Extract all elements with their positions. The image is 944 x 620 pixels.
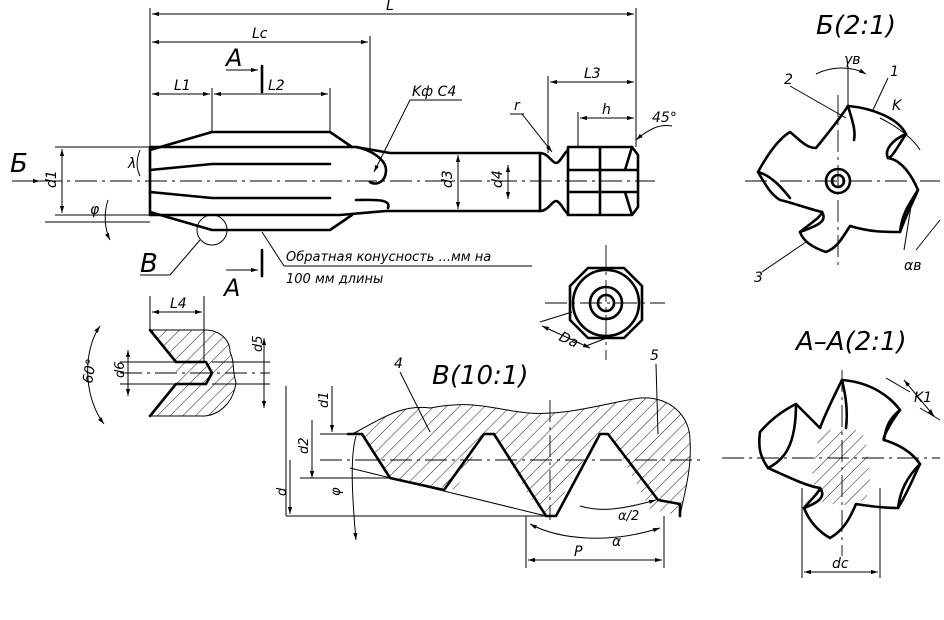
note-line2: 100 мм длины	[286, 272, 383, 287]
dim-angle60: 60°	[80, 357, 100, 384]
dim-d4-left: d1	[44, 170, 60, 188]
dim-kcut-leader	[373, 99, 411, 173]
dim-L2: L2	[268, 78, 285, 94]
dim-line-Da	[541, 325, 591, 349]
dim-d6: d6	[113, 361, 128, 378]
marker-a-top: А	[224, 44, 242, 72]
callout-3: 3	[754, 270, 763, 286]
title-detail-b: Б(2:1)	[816, 11, 896, 41]
detail-v-callout-circle	[196, 214, 228, 246]
dim-phi-detail: φ	[329, 487, 344, 496]
callout-5: 5	[650, 348, 659, 364]
dim-Lc: Lc	[252, 26, 268, 42]
tap-flute-upper	[148, 130, 354, 152]
dim-h: h	[602, 102, 611, 118]
dim-r-leader	[521, 113, 553, 153]
callout-4: 4	[394, 356, 403, 372]
tap-main-view: В Б А А L Lc L1 L2 L3 h 45°	[10, 0, 677, 360]
dim-angle45: 45°	[652, 110, 677, 126]
tap-flute-runout	[354, 145, 390, 210]
dim-L1: L1	[174, 78, 191, 94]
callout-2: 2	[784, 72, 793, 88]
tap-flute-lower	[148, 210, 354, 232]
tap-square-end	[566, 145, 640, 217]
dim-L4: L4	[170, 296, 187, 312]
note-leader	[261, 231, 285, 267]
thread-profile-detail: В(10:1) d1 d2 d φ P α α/2 4 5	[275, 348, 700, 568]
marker-v: В	[140, 249, 158, 279]
callout-1: 1	[890, 64, 899, 80]
title-detail-v: В(10:1)	[432, 361, 529, 391]
dim-alpha-v: αв	[904, 258, 921, 274]
dim-L: L	[386, 0, 394, 14]
note-line1: Обратная конусность ...мм на	[286, 250, 491, 265]
title-section-aa: А–А(2:1)	[794, 327, 907, 357]
tap-square-end-view	[545, 245, 665, 360]
dim-d4: d4	[490, 170, 506, 188]
marker-b: Б	[10, 149, 28, 179]
dim-d2: d2	[297, 437, 312, 454]
dim-r: r	[514, 98, 521, 114]
section-a-a: А–А(2:1) K1 dc	[722, 327, 941, 578]
dim-kcut: Kф C4	[412, 84, 456, 100]
dim-d3: d3	[440, 170, 456, 188]
end-view-b: Б(2:1) γв K αв 2 1 3	[745, 11, 941, 286]
dim-Da: Da	[556, 329, 580, 351]
dim-d5: d5	[251, 335, 266, 352]
dim-d1-detail: d1	[317, 391, 332, 408]
tap-flute-mid	[148, 162, 332, 200]
center-hole-detail: L4 60° d6 d5	[80, 296, 270, 425]
dim-phi-main: φ	[90, 202, 100, 218]
dim-L3: L3	[584, 66, 601, 82]
detail-v-leader	[169, 239, 201, 276]
dim-dc: dc	[832, 556, 849, 572]
dim-alpha: α	[612, 534, 622, 550]
dim-alpha-half: α/2	[618, 509, 639, 524]
dim-gamma-v: γв	[844, 52, 861, 68]
dim-lambda: λ	[127, 156, 136, 172]
dim-d: d	[275, 487, 290, 496]
tap-neck	[538, 148, 570, 216]
dim-P: P	[574, 544, 583, 560]
marker-a-bottom: А	[222, 274, 240, 302]
dim-K1: K1	[914, 390, 932, 406]
dim-K: K	[892, 98, 903, 114]
